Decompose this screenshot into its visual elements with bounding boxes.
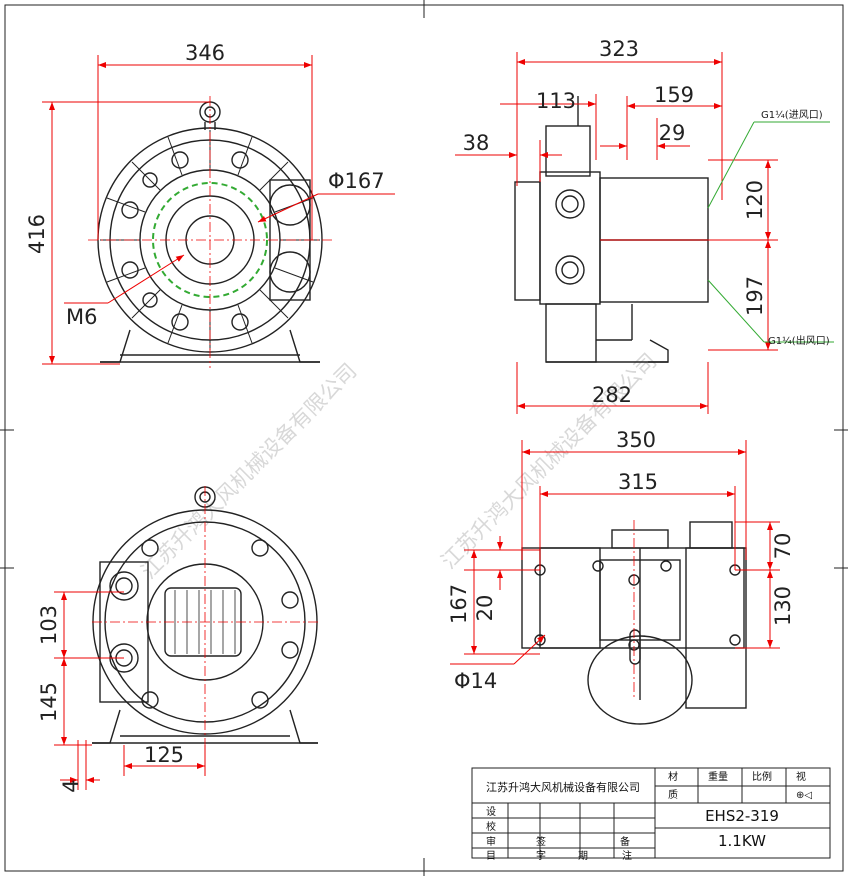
dim-70: 70 <box>771 533 795 560</box>
side-view-dimensions <box>455 52 778 414</box>
title-foot-2: 字 <box>536 849 546 862</box>
dim-125: 125 <box>144 743 184 767</box>
title-model: EHS2-319 <box>705 807 779 825</box>
rear-view-dimensions <box>54 591 206 790</box>
view-symbol-icon: ⊕◁ <box>796 790 812 801</box>
title-row-check: 校 <box>486 820 496 833</box>
title-block: 江苏升鸿大风机械设备有限公司 材 重量 比例 视 质 ⊕◁ EHS2-319 1… <box>471 767 831 862</box>
bottom-view-dimensions <box>450 440 780 665</box>
front-view-dimensions <box>42 55 395 365</box>
dim-front-height: 416 <box>25 214 49 254</box>
title-row-quality: 质 <box>668 789 678 801</box>
title-col-view: 视 <box>796 770 806 783</box>
dim-145: 145 <box>37 682 61 722</box>
dim-197: 197 <box>743 276 767 316</box>
title-col-ratio: 比例 <box>752 770 772 783</box>
dim-29: 29 <box>659 121 686 145</box>
title-company: 江苏升鸿大风机械设备有限公司 <box>486 780 640 794</box>
dim-103: 103 <box>37 605 61 645</box>
dim-diameter-167: Φ167 <box>328 169 385 193</box>
front-view: 346 416 Φ167 M6 <box>25 41 395 368</box>
bottom-view-body <box>521 521 747 725</box>
dim-113: 113 <box>536 89 576 113</box>
bolt-circle <box>152 182 268 298</box>
title-foot-3: 期 <box>578 850 588 862</box>
title-foot-4: 注 <box>622 849 632 862</box>
dim-side-width: 323 <box>599 37 639 61</box>
dim-120: 120 <box>743 180 767 220</box>
title-foot-1: 目 <box>486 851 496 862</box>
dim-bolt-m6: M6 <box>66 305 97 329</box>
dim-side-base: 282 <box>592 383 632 407</box>
dim-38: 38 <box>463 131 490 155</box>
bottom-view: 350 315 167 20 70 130 Φ14 <box>447 428 795 725</box>
dim-hole-14: Φ14 <box>454 669 497 693</box>
title-sign-label: 签 <box>536 835 546 848</box>
title-col-material: 材 <box>668 770 678 783</box>
dim-315: 315 <box>618 470 658 494</box>
front-view-centerlines <box>88 96 332 368</box>
title-col-weight: 重量 <box>708 770 728 783</box>
dim-4: 4 <box>59 779 83 792</box>
dim-167: 167 <box>447 584 471 624</box>
title-prep-label: 备 <box>620 835 630 848</box>
watermark-text: 江苏升鸿大风机械设备有限公司 <box>137 359 362 584</box>
port-leaders <box>707 121 834 343</box>
dim-130: 130 <box>771 586 795 626</box>
side-view: 323 113 159 38 29 120 197 282 G1¼(进风口) G… <box>455 37 834 414</box>
dim-159: 159 <box>654 83 694 107</box>
outlet-port-label: G1¼(出风口) <box>768 334 830 347</box>
inlet-port-label: G1¼(进风口) <box>761 109 823 121</box>
rear-view-centerlines <box>92 486 320 750</box>
dim-20: 20 <box>473 595 497 622</box>
title-row-design: 设 <box>486 806 496 818</box>
dim-front-width: 346 <box>185 41 225 65</box>
rear-view: 103 145 125 4 <box>37 486 320 793</box>
dim-350: 350 <box>616 428 656 452</box>
title-power: 1.1KW <box>718 832 766 850</box>
title-row-review: 审 <box>486 835 496 848</box>
